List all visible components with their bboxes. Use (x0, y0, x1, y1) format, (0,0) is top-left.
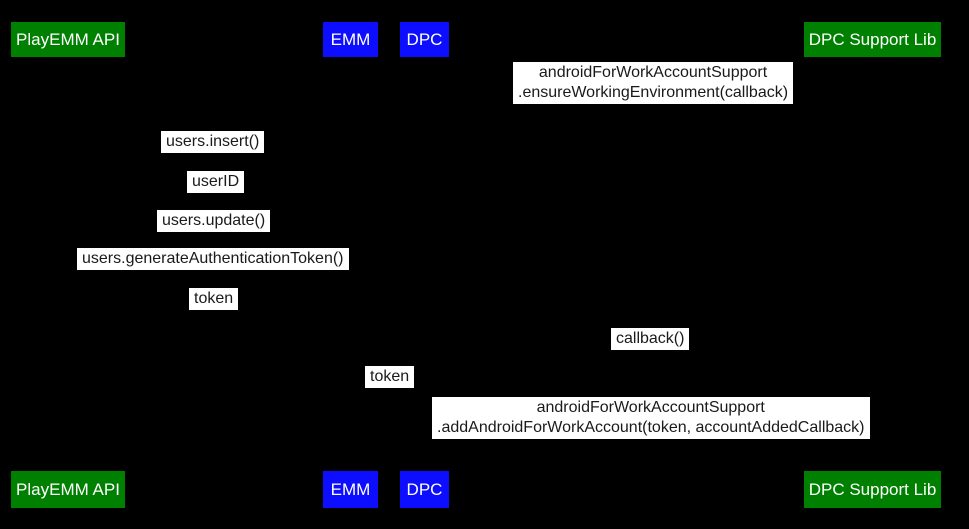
message-users-update: users.update() (157, 210, 271, 232)
participant-emm-top: EMM (323, 22, 378, 57)
message-token-to-dpc: token (365, 366, 415, 388)
message-callback: callback() (611, 328, 690, 350)
participant-emm-bottom: EMM (323, 471, 378, 508)
participant-dpc-top: DPC (400, 22, 449, 57)
message-token-to-playemm: token (189, 288, 239, 310)
message-ensure-working-environment: androidForWorkAccountSupport .ensureWork… (513, 62, 794, 104)
message-add-android-for-work-account: androidForWorkAccountSupport .addAndroid… (432, 397, 870, 439)
participant-dpc-bottom: DPC (400, 471, 449, 508)
message-generate-authentication-token: users.generateAuthenticationToken() (77, 248, 349, 270)
participant-playemm-api-top: PlayEMM API (11, 22, 125, 57)
message-userid: userID (187, 171, 245, 193)
message-users-insert: users.insert() (161, 131, 265, 153)
participant-playemm-api-bottom: PlayEMM API (11, 471, 125, 508)
participant-dpc-support-lib-top: DPC Support Lib (804, 22, 941, 57)
participant-dpc-support-lib-bottom: DPC Support Lib (804, 471, 941, 508)
